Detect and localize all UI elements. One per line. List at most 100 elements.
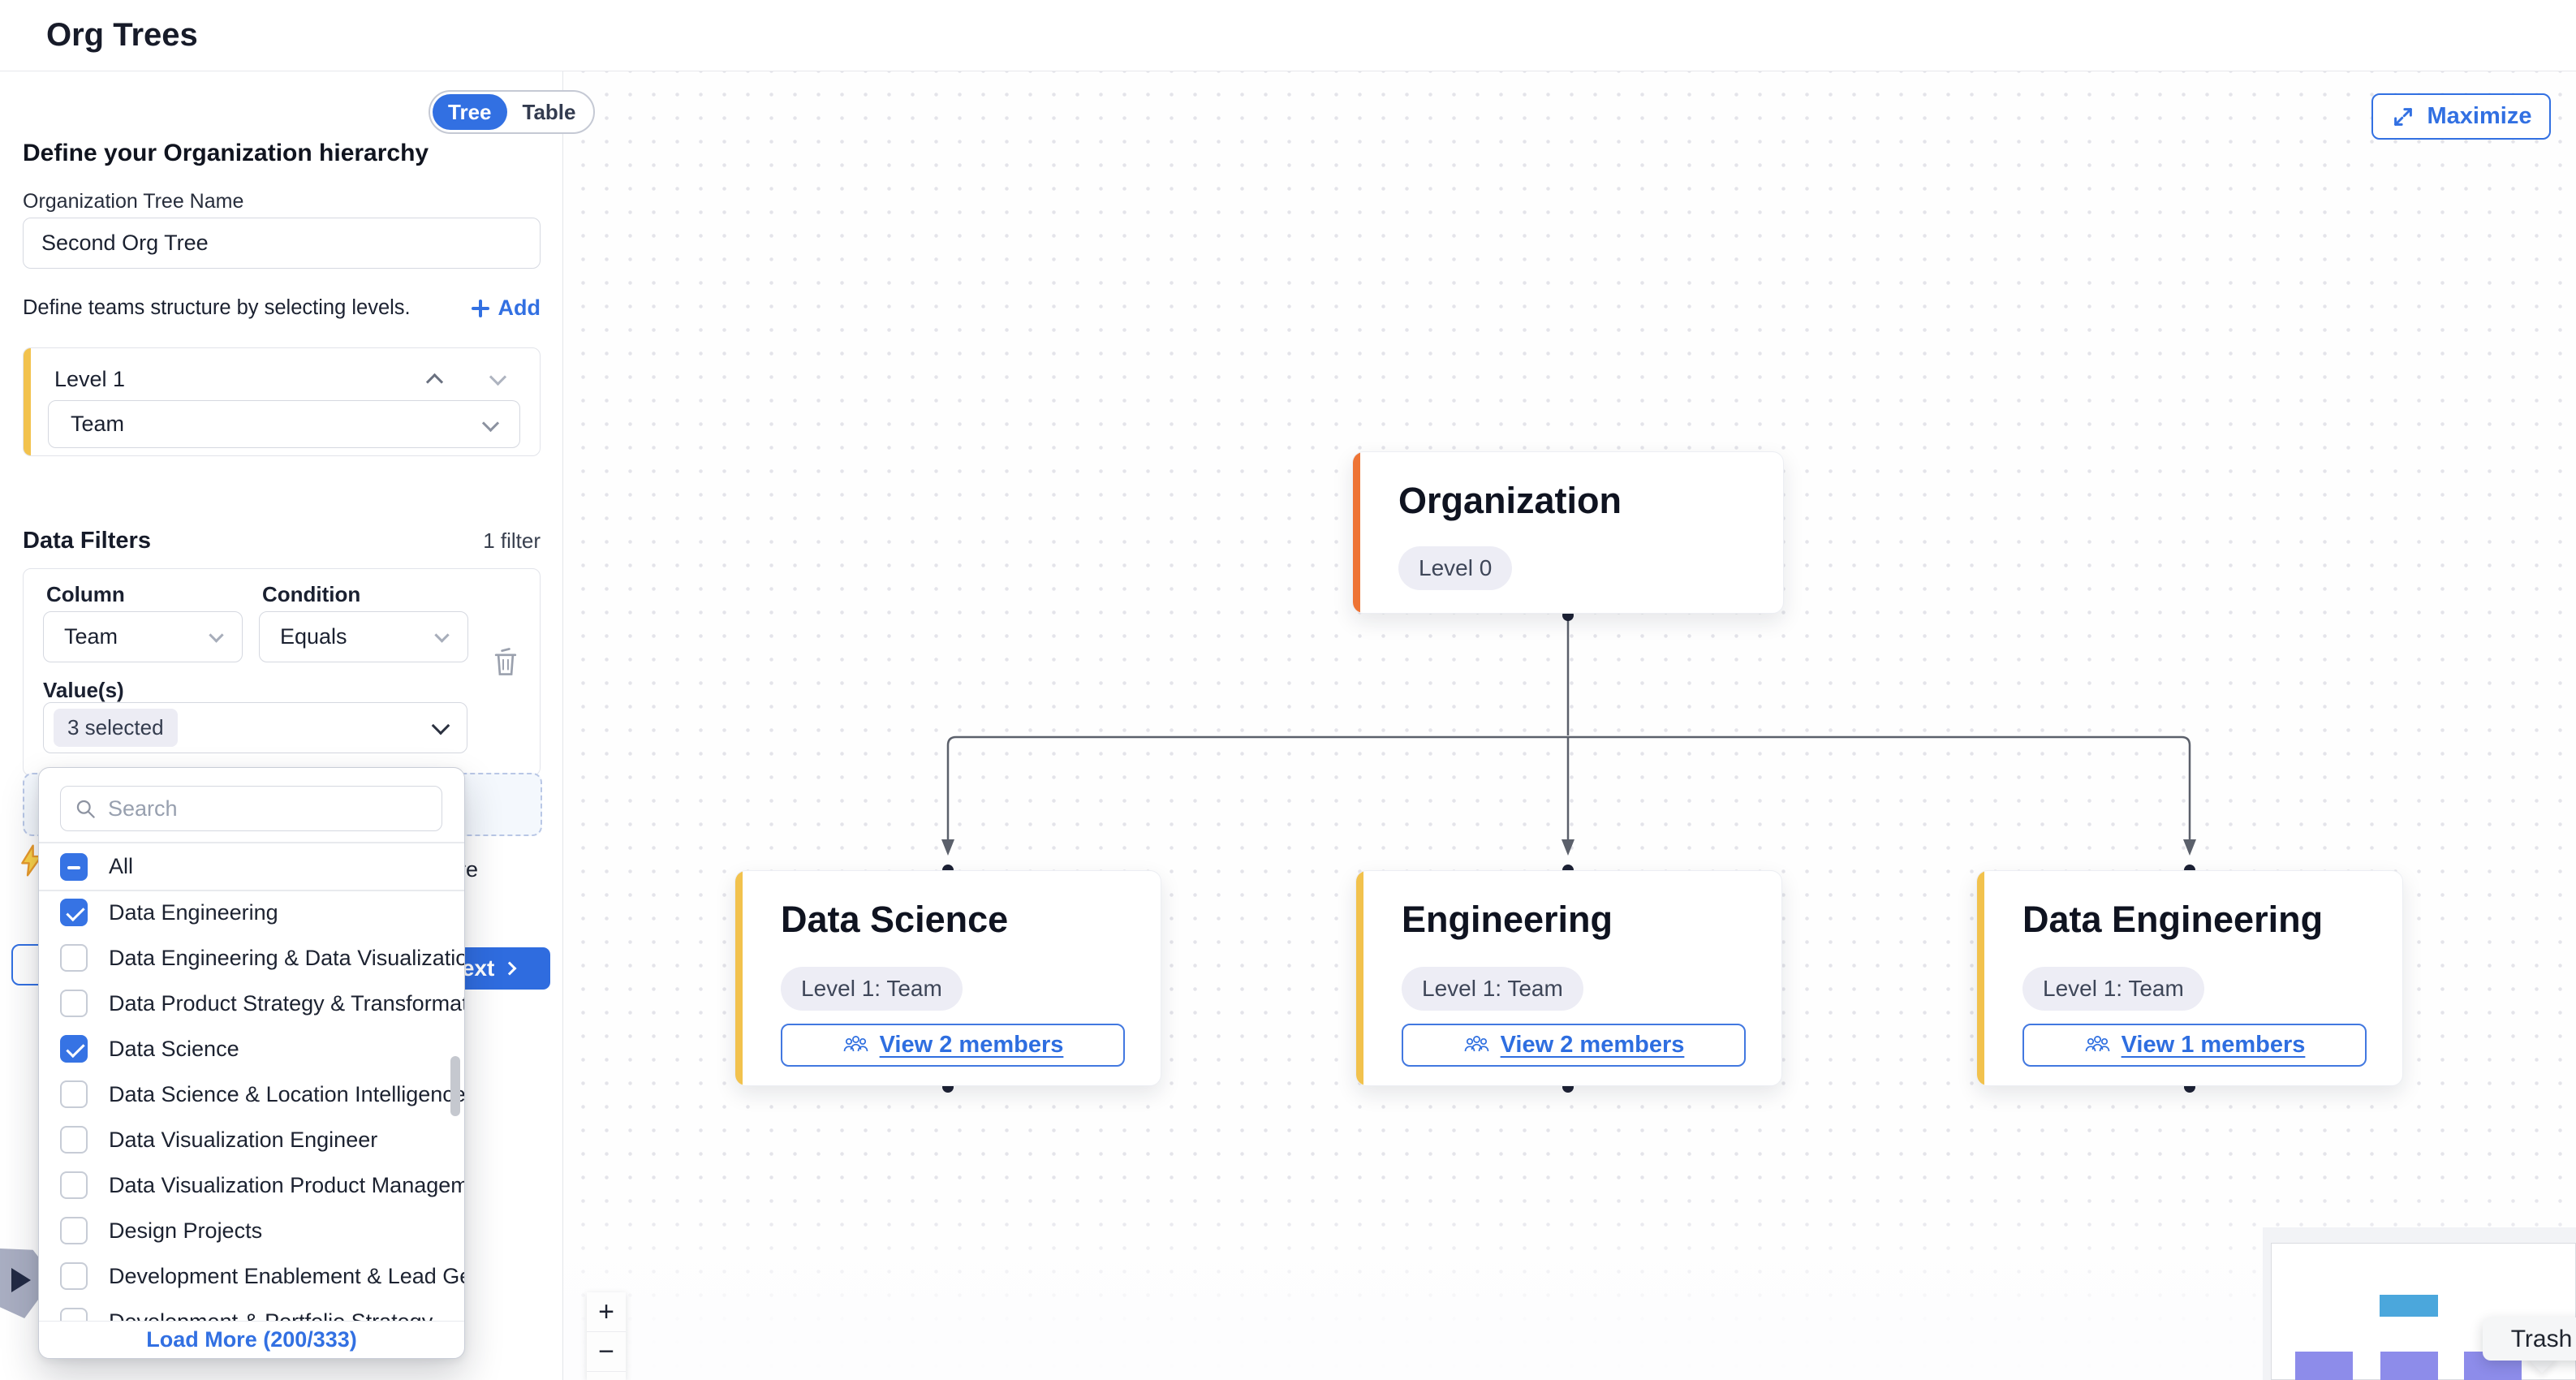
trash-icon (494, 648, 517, 675)
list-item[interactable]: Data Engineering (39, 890, 464, 935)
node-level-badge: Level 1: Team (1402, 967, 1583, 1011)
org-node-root[interactable]: Organization Level 0 (1352, 451, 1784, 614)
minimap-child-node (2380, 1352, 2438, 1380)
column-value: Team (64, 624, 118, 649)
dropdown-search[interactable] (60, 786, 442, 831)
move-level-up-icon[interactable] (425, 373, 444, 391)
select-all-label: All (109, 854, 134, 878)
option-label: Design Projects (109, 1218, 263, 1243)
maximize-button[interactable]: Maximize (2371, 93, 2551, 140)
list-item[interactable]: Data Science & Location Intelligence (39, 1072, 464, 1117)
view-members-button[interactable]: View 1 members (2022, 1024, 2367, 1067)
config-panel: Tree Table Define your Organization hier… (0, 71, 596, 1380)
scrollbar-thumb[interactable] (450, 1056, 460, 1116)
select-all-checkbox[interactable] (60, 852, 88, 881)
levels-row: Define teams structure by selecting leve… (23, 295, 541, 321)
values-multiselect[interactable]: 3 selected (43, 702, 467, 753)
zoom-controls: + − (587, 1292, 626, 1380)
members-icon (1464, 1035, 1488, 1051)
tree-name-input[interactable] (23, 218, 541, 269)
values-dropdown: All Data Engineering Data Engineering & … (38, 767, 465, 1359)
divider (39, 890, 464, 891)
condition-label: Condition (262, 582, 361, 606)
list-item[interactable]: Development Enablement & Lead Ge... (39, 1253, 464, 1299)
level-title: Level 1 (54, 367, 126, 391)
search-icon (76, 800, 95, 818)
list-item[interactable]: Data Product Strategy & Transformat... (39, 981, 464, 1026)
dropdown-option-list: Data Engineering Data Engineering & Data… (39, 890, 464, 1321)
option-checkbox[interactable] (60, 1262, 88, 1290)
view-members-button[interactable]: View 2 members (1402, 1024, 1746, 1067)
option-label: Development Enablement & Lead Ge... (109, 1263, 464, 1288)
zoom-in-button[interactable]: + (587, 1292, 626, 1332)
condition-select[interactable]: Equals (259, 611, 468, 662)
column-label: Column (46, 582, 125, 606)
chevron-right-icon (502, 961, 517, 976)
node-title: Data Science (781, 899, 1009, 940)
list-item[interactable]: Data Science (39, 1026, 464, 1072)
org-node-data-science[interactable]: Data Science Level 1: Team View 2 member… (734, 870, 1161, 1086)
select-all-row[interactable]: All (39, 843, 464, 890)
option-checkbox[interactable] (60, 899, 88, 926)
option-checkbox[interactable] (60, 1035, 88, 1063)
level-type-select[interactable]: Team (48, 400, 520, 448)
levels-hint: Define teams structure by selecting leve… (23, 296, 411, 319)
plus-icon (471, 299, 490, 318)
filters-count-badge: 1 filter (483, 528, 541, 553)
view-members-label: View 1 members (2121, 1032, 2306, 1058)
option-label: Data Product Strategy & Transformat... (109, 990, 464, 1016)
members-icon (843, 1035, 868, 1051)
option-label: Data Science & Location Intelligence (109, 1081, 464, 1106)
list-item[interactable]: Design Projects (39, 1208, 464, 1253)
move-level-down-icon[interactable] (489, 368, 507, 386)
org-tree-canvas[interactable]: Organization Level 0 Data Science Level … (563, 71, 2576, 1380)
option-checkbox[interactable] (60, 1308, 88, 1321)
option-checkbox[interactable] (60, 944, 88, 972)
option-checkbox[interactable] (60, 1217, 88, 1244)
view-members-button[interactable]: View 2 members (781, 1024, 1125, 1067)
zoom-out-button[interactable]: − (587, 1332, 626, 1372)
list-item[interactable]: Data Engineering & Data Visualization (39, 935, 464, 981)
add-level-button[interactable]: Add (471, 295, 541, 321)
option-checkbox[interactable] (60, 1080, 88, 1108)
view-members-label: View 2 members (879, 1032, 1064, 1058)
panel-heading: Define your Organization hierarchy (23, 140, 429, 166)
divider (39, 842, 464, 843)
remove-filter-button[interactable] (491, 645, 520, 678)
org-node-engineering[interactable]: Engineering Level 1: Team View 2 members (1355, 870, 1782, 1086)
zoom-extra-button[interactable] (587, 1372, 626, 1380)
chevron-down-icon (431, 716, 450, 735)
level-card: Level 1 Team (23, 347, 541, 456)
option-label: Data Engineering & Data Visualization (109, 945, 464, 970)
toggle-tree[interactable]: Tree (433, 94, 507, 130)
node-title: Organization (1398, 480, 1622, 521)
node-level-badge: Level 1: Team (781, 967, 963, 1011)
option-checkbox[interactable] (60, 1126, 88, 1154)
toggle-table[interactable]: Table (522, 100, 576, 124)
dropdown-footer: Load More (200/333) (39, 1321, 464, 1358)
list-item[interactable]: Data Visualization Engineer (39, 1117, 464, 1162)
minimap-child-node (2295, 1352, 2353, 1380)
node-title: Engineering (1402, 899, 1613, 940)
option-label: Data Visualization Product Managem... (109, 1172, 464, 1197)
add-level-label: Add (498, 295, 541, 320)
view-mode-toggle[interactable]: Tree Table (429, 90, 596, 134)
org-node-data-engineering[interactable]: Data Engineering Level 1: Team View 1 me… (1976, 870, 2403, 1086)
filters-title: Data Filters (23, 528, 151, 554)
values-label: Value(s) (43, 678, 124, 702)
filter-card: Column Condition Team Equals V (23, 568, 541, 776)
chevron-down-icon (434, 627, 450, 643)
minimap-root-node (2380, 1295, 2438, 1317)
node-level-badge: Level 1: Team (2022, 967, 2204, 1011)
list-item[interactable]: Development & Portfolio Strategy (39, 1299, 464, 1321)
column-select[interactable]: Team (43, 611, 243, 662)
option-checkbox[interactable] (60, 990, 88, 1017)
list-item[interactable]: Data Visualization Product Managem... (39, 1162, 464, 1208)
load-more-link[interactable]: Load More (200/333) (146, 1327, 357, 1352)
trash-tooltip-label: Trash (2510, 1325, 2573, 1352)
option-checkbox[interactable] (60, 1171, 88, 1199)
level-type-value: Team (71, 412, 125, 436)
chevron-down-icon (209, 627, 224, 643)
search-input[interactable] (108, 796, 416, 822)
node-title: Data Engineering (2022, 899, 2324, 940)
